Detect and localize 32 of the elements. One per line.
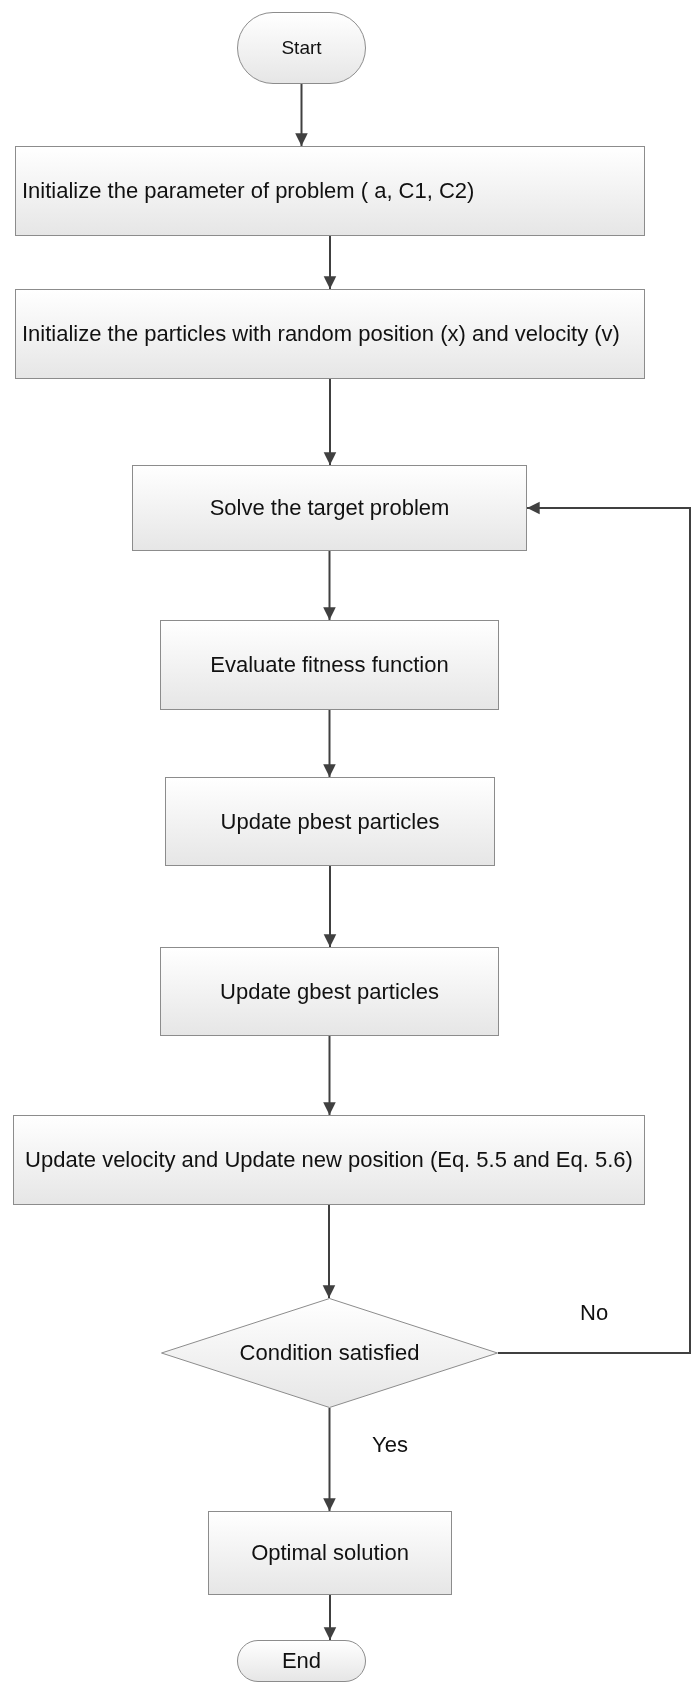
node-text: Update velocity and Update new position (Eq. 5.5 and Eq. 5.6) bbox=[25, 1146, 633, 1175]
node-text: Optimal solution bbox=[251, 1539, 409, 1568]
node-text: Update gbest particles bbox=[220, 977, 439, 1006]
node-text: Solve the target problem bbox=[209, 494, 450, 523]
node-text: Condition satisfied bbox=[239, 1339, 420, 1368]
process-box bbox=[15, 289, 645, 379]
node-text: Evaluate fitness function bbox=[210, 651, 449, 680]
process-box bbox=[160, 620, 499, 710]
process-box bbox=[132, 465, 527, 551]
process-box bbox=[13, 1115, 645, 1205]
arrow bbox=[295, 83, 308, 147]
process-box bbox=[165, 777, 495, 866]
arrow bbox=[323, 378, 337, 466]
arrow bbox=[323, 865, 337, 948]
node-text: Initialize the parameter of problem ( a, C1, C2) bbox=[22, 177, 475, 206]
node-text: Update pbest particles bbox=[220, 807, 440, 836]
process-box bbox=[208, 1511, 452, 1595]
arrow bbox=[323, 235, 337, 290]
arrow bbox=[323, 709, 336, 778]
decision-diamond bbox=[161, 1298, 498, 1408]
arrow bbox=[322, 1204, 336, 1299]
node-text: End bbox=[281, 1647, 322, 1676]
arrow bbox=[323, 1407, 336, 1512]
node-text: Start bbox=[281, 36, 322, 61]
arrow bbox=[323, 1594, 337, 1641]
arrow bbox=[323, 550, 336, 621]
arrow bbox=[497, 501, 691, 1354]
terminal-box bbox=[237, 1640, 366, 1682]
process-box bbox=[160, 947, 499, 1036]
arrow bbox=[323, 1035, 336, 1116]
node-text: Initialize the particles with random position (x) and velocity (v) bbox=[22, 320, 620, 349]
process-box bbox=[15, 146, 645, 236]
